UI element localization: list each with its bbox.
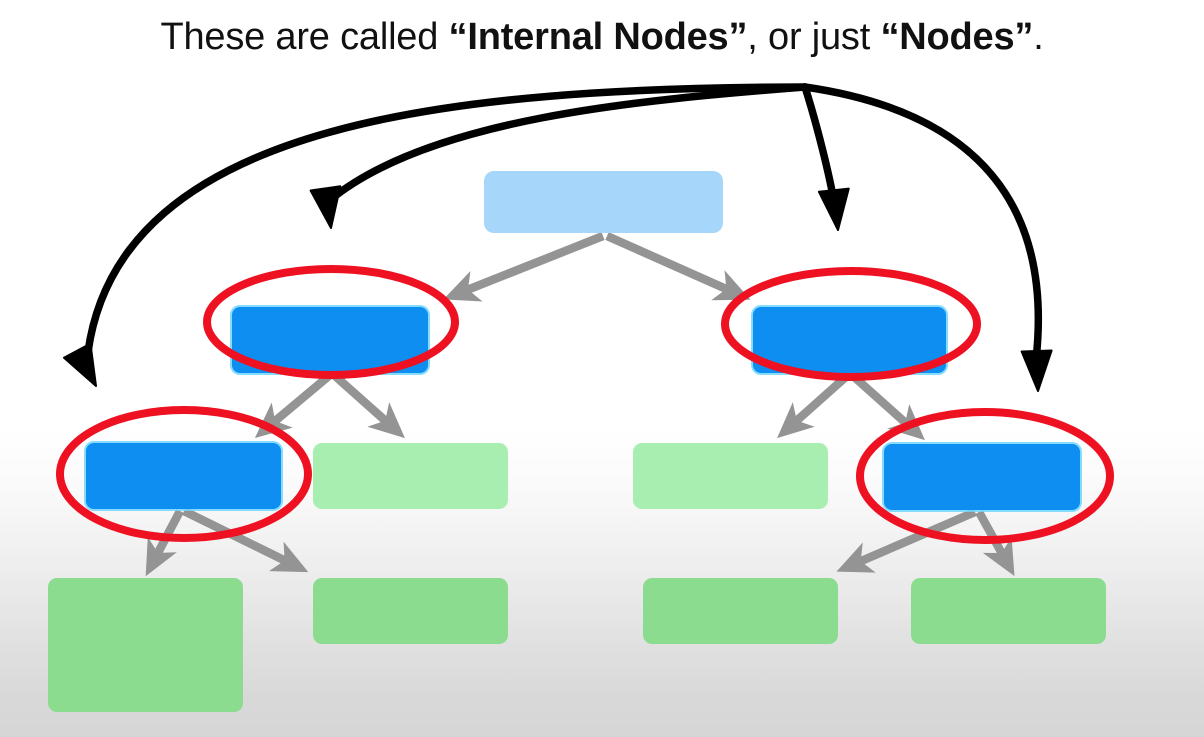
tree-node-l5 (643, 578, 838, 644)
tree-node-l4 (313, 578, 508, 644)
tree-node-l1 (313, 443, 508, 509)
caption-segment-3: “Nodes” (880, 16, 1034, 58)
tree-node-n1 (232, 307, 428, 373)
tree-node-l6 (911, 578, 1106, 644)
tree-node-root (484, 171, 723, 233)
caption-segment-2: , or just (747, 16, 881, 58)
tree-node-l2 (633, 443, 828, 509)
caption-segment-0: These are called (160, 16, 449, 58)
caption-segment-4: . (1033, 16, 1044, 58)
tree-node-n4 (884, 444, 1080, 510)
page-title: These are called “Internal Nodes”, or ju… (0, 14, 1204, 60)
tree-node-l3 (48, 578, 243, 712)
caption-segment-1: “Internal Nodes” (448, 16, 748, 58)
tree-node-n3 (86, 443, 281, 509)
tree-node-n2 (753, 307, 946, 373)
